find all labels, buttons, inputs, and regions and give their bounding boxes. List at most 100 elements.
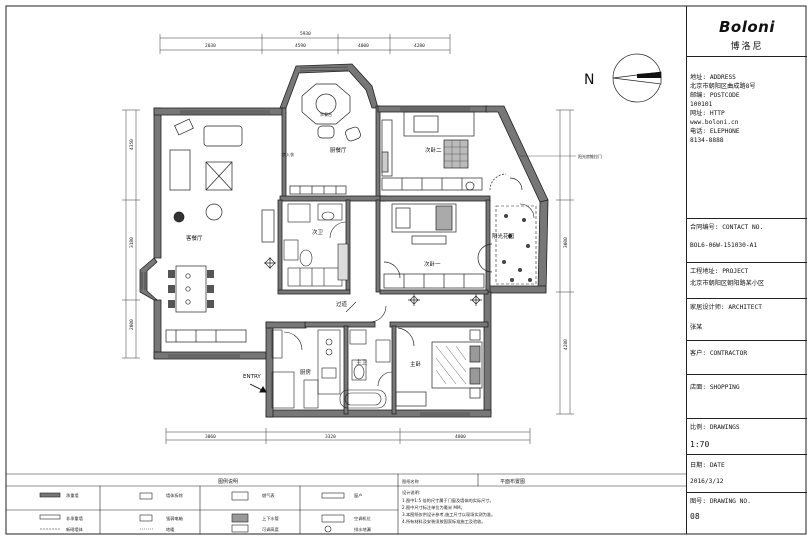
legend-item: 燃气表 [262,492,275,499]
room-bedroom2: 次卧二 [425,146,442,154]
tb-contract-label: 合同编号: CONTACT NO. [690,224,764,231]
tb-project-value: 北京市朝阳区朝阳路某小区 [690,280,765,287]
legend-item: 地暖 [166,526,175,533]
tb-website-label: 网址: HTTP [690,110,725,117]
note-line: 3.本图纸仅供设计参考,施工尺寸以现场实测为准。 [402,511,495,518]
coffee-table [205,161,233,191]
room-kitchen: 厨房 [300,368,312,376]
tb-divider [687,262,807,263]
bedroom1-furniture [383,203,493,306]
north-label: N [584,72,594,88]
tb-drawing-value: 08 [690,512,700,521]
master-bed [431,341,483,389]
dim-left-c: 2000 [129,319,135,330]
floor-lamp [173,211,185,223]
dim-right-a: 3000 [563,237,569,248]
armchair [174,118,194,136]
dim-right-b: 4280 [563,339,569,350]
tv-cabinet [261,209,275,243]
legend-item: 窗户 [354,492,362,499]
tb-divider [687,56,807,57]
side-annotation: 阳光房推拉门 [578,153,602,159]
legend-item: 承重墙 [66,492,79,499]
dining-table [175,265,207,313]
brand-logo-cn: 博洛尼 [730,41,764,51]
room-closet: 步入衣 [282,151,294,157]
north-arrow-icon: N [584,53,662,103]
legend-labels: 图例说明 承重墙 非承重墙 新砌墙体 墙体拆除 强弱电箱 地暖 燃气表 上下水管… [66,478,371,533]
room-bath-master: 主卫 [356,358,368,366]
title-block: Boloni 博洛尼 地址: ADDRESS 北京市朝阳区曲成路8号 邮编: P… [686,6,807,534]
tb-divider [687,454,807,455]
legend-item: 非承重墙 [66,515,83,522]
master-furniture [395,327,483,407]
legend-item: 强弱电箱 [166,515,183,522]
tb-address-label: 地址: ADDRESS [690,74,736,81]
dimension-lines [122,34,576,444]
room-entry: ENTRY [243,374,261,380]
kitchen-counter [289,185,347,195]
wall-outline [139,63,549,418]
tb-phone-value: 8134-8888 [690,137,724,144]
legend-table [6,473,686,534]
room-garden: 阳光花园 [492,232,515,240]
legend-item: 排水地漏 [354,526,371,533]
bath2-fixtures [283,203,349,287]
tb-contract-value: BOL6-06W-151030-A1 [690,242,758,249]
legend-item: 上下水管 [262,515,279,522]
drawing-name-label: 图纸名称 [402,478,419,485]
window-marks [141,66,470,416]
note-line: 2.图中尺寸标注单位为毫米 MM。 [402,504,465,511]
bed1 [391,203,457,233]
dim-bottom-b: 3320 [325,434,336,440]
tb-divider [687,218,807,219]
tb-date-value: 2016/3/12 [690,478,724,485]
room-bedroom1: 次卧一 [424,260,441,268]
room-living: 客餐厅 [186,234,203,242]
bathtub [339,389,387,409]
tb-divider [687,340,807,341]
tb-designer-value: 张某 [690,324,703,331]
dim-top-c: 4000 [358,43,369,49]
tb-phone-label: 电话: ELEPHONE [690,128,740,135]
tb-divider [687,492,807,493]
room-corridor: 过道 [336,300,348,308]
legend-swatches [39,491,345,533]
notes-title: 设计说明: [402,489,420,496]
legend-title: 图例说明 [218,478,238,485]
room-labels: 厨餐厅 次卧二 客餐厅 次卫 次卧一 阳光花园 过道 厨房 主卫 主卧 ENTR… [186,111,602,380]
dim-top-d: 4280 [414,43,425,49]
entry-arrow-icon [249,383,267,393]
lounge-chair [205,203,223,221]
tb-divider [687,418,807,419]
note-line: 1.图中1:5 倍的尺寸属于门窗及墙体的实际尺寸。 [402,497,494,504]
room-table: 早餐台 [320,111,332,117]
tb-drawing-label: 图号: DRAWING NO. [690,498,751,505]
sofa [203,125,243,147]
dim-left-a: 4350 [129,139,135,150]
bedroom2-furniture [381,111,523,191]
legend-item: 空调机位 [354,515,371,522]
tb-project-label: 工程地址: PROJECT [690,268,749,275]
sideboard [165,329,247,343]
tb-postcode-value: 100101 [690,101,713,108]
legend-item: 墙体拆除 [166,492,184,499]
tb-divider [687,374,807,375]
tb-website-value: www.boloni.cn [690,119,739,126]
tb-address-value: 北京市朝阳区曲成路8号 [690,83,756,90]
tb-scale-label: 比例: DRAWINGS [690,424,740,431]
brand-logo: Boloni [718,18,775,36]
sofa-side [169,149,191,191]
kitchen-cabinets [317,329,341,395]
dim-left-b: 3180 [129,237,135,248]
tb-shopping-label: 店面: SHOPPING [690,384,740,391]
drawing-name-value: 平面布置图 [500,478,525,485]
dim-top-a: 2030 [205,43,216,49]
room-master: 主卧 [410,360,422,368]
tb-date-label: 日期: DATE [690,462,725,469]
dim-top-total: 5930 [300,31,311,37]
tb-scale-value: 1:70 [690,440,710,449]
room-dining: 厨餐厅 [330,146,347,154]
dim-top-b: 4590 [295,43,306,49]
